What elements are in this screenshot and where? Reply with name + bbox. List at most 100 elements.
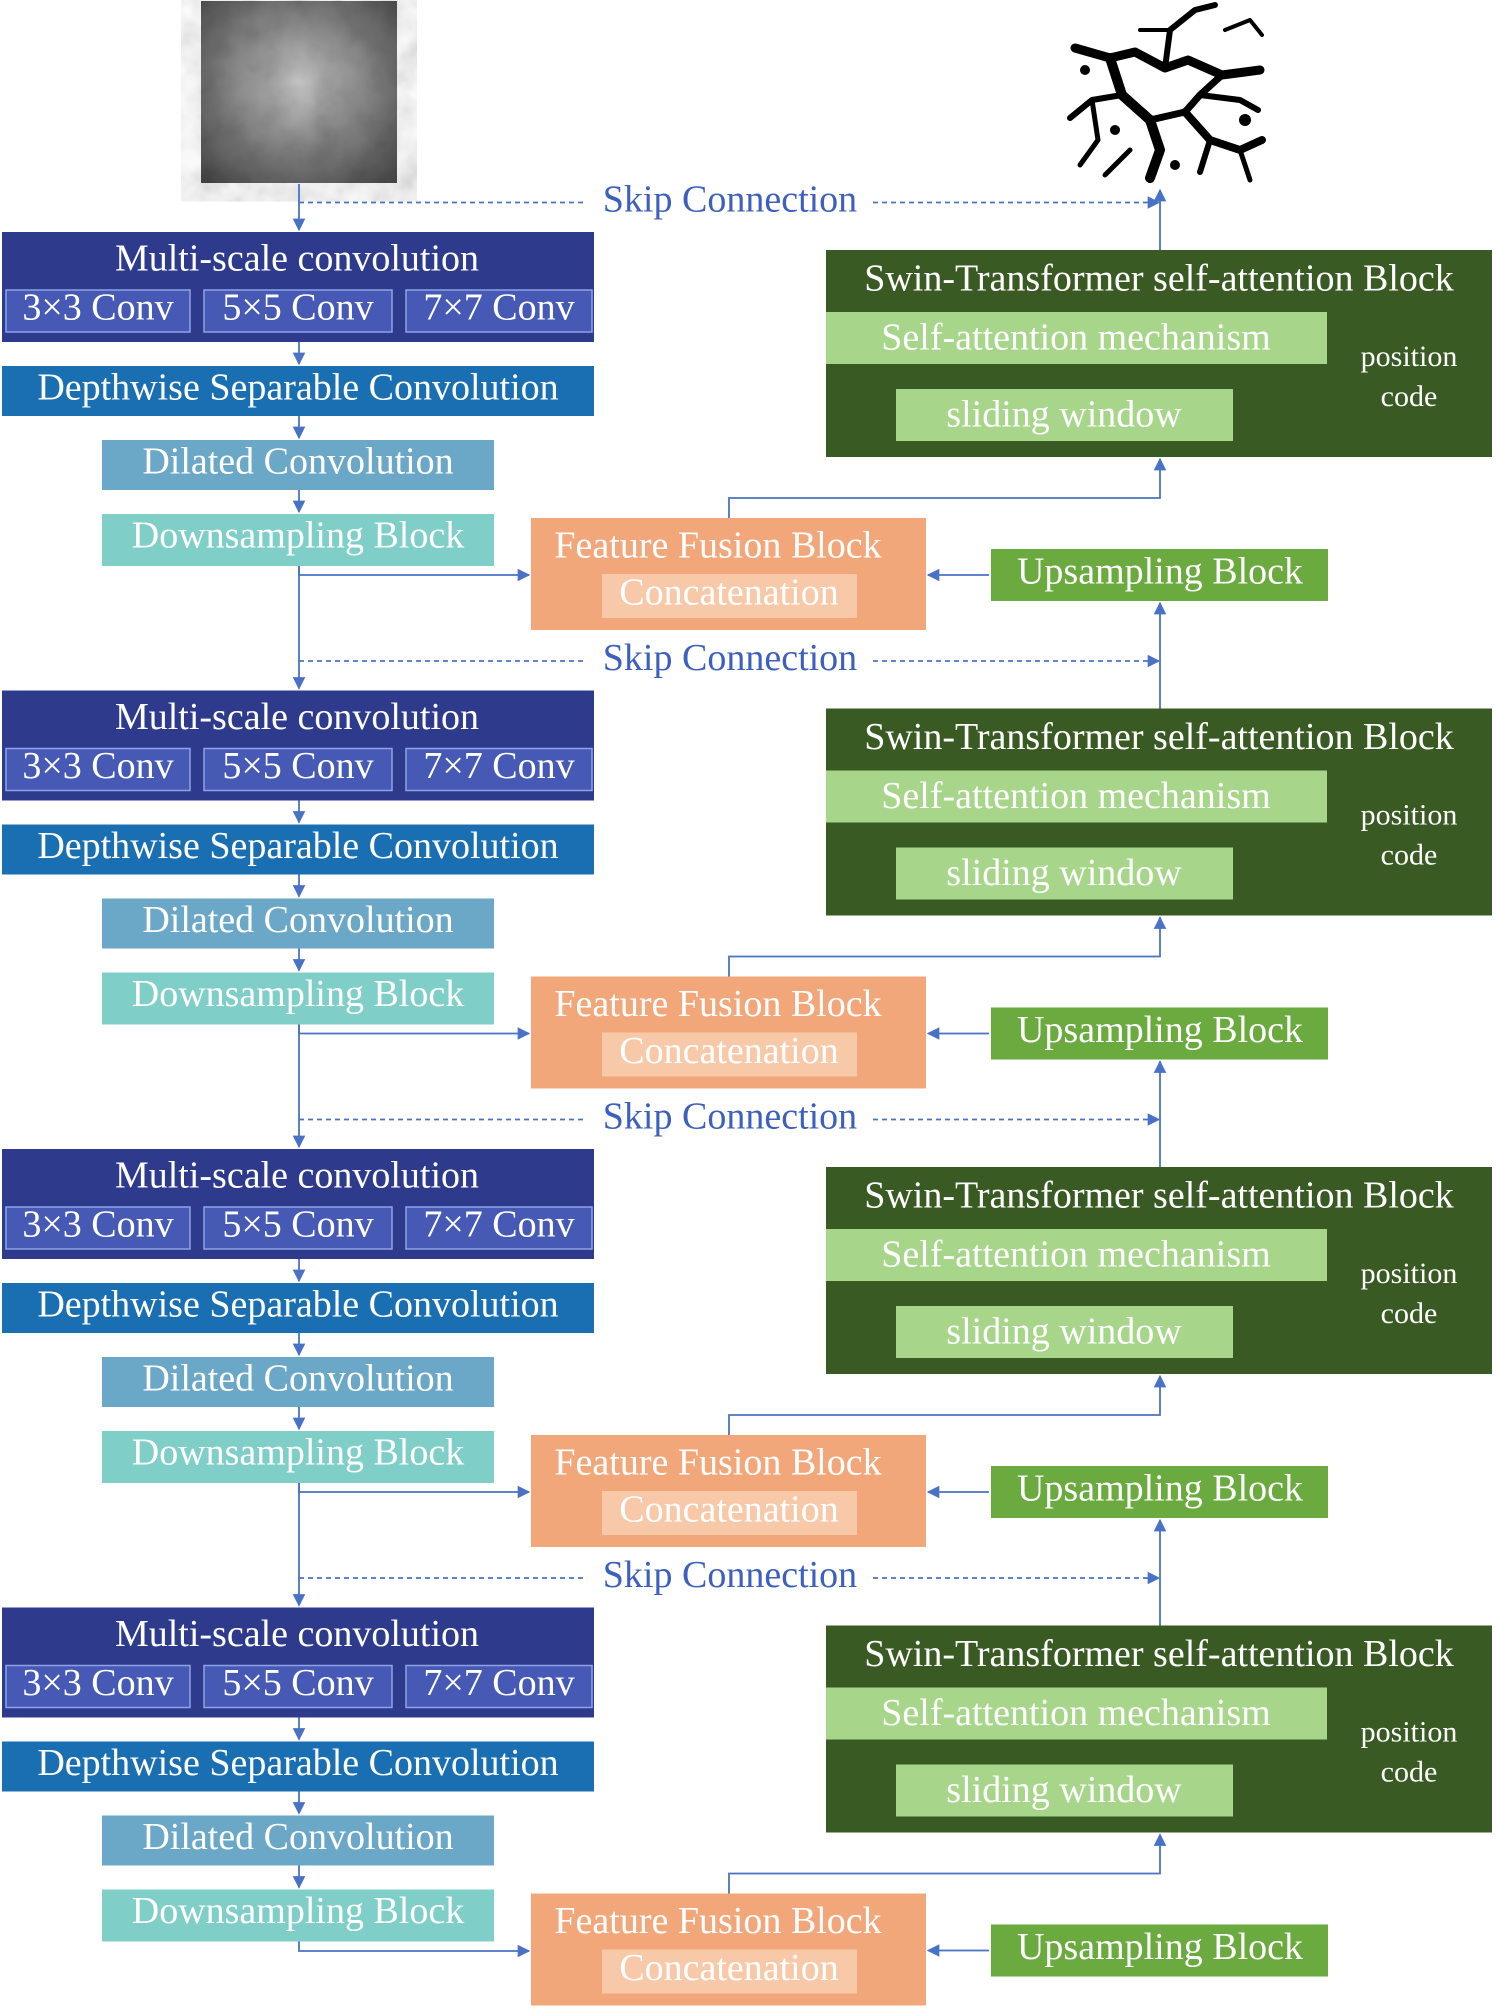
conv7-label: 7×7 Conv [423,1662,574,1704]
arrow-encoder-to-fusion [298,566,531,582]
downsampling-label: Downsampling Block [132,973,464,1015]
upsampling-label: Upsampling Block [1017,1926,1303,1968]
sliding-window-box [896,1306,1233,1358]
position-label: position [1361,340,1458,373]
fusion-label: Feature Fusion Block [554,1900,881,1942]
conv5-label: 5×5 Conv [222,745,373,787]
concatenation-label: Concatenation [619,1030,838,1072]
sliding-window-label: sliding window [946,1769,1182,1811]
position-label: position [1361,798,1458,831]
code-label: code [1381,838,1438,871]
conv3-box [5,289,191,333]
arrow-encoder-to-fusion [298,1483,531,1499]
dilated-block [102,440,494,490]
upsampling-block [991,1007,1328,1060]
sliding-window-label: sliding window [946,1311,1182,1353]
swin-label: Swin-Transformer self-attention Block [864,1633,1454,1675]
conv5-label: 5×5 Conv [222,1204,373,1246]
skip-connection-label: Skip Connection [603,179,857,221]
conv7-box [405,289,593,333]
self-attention-box [826,770,1327,823]
concatenation-box [602,1949,857,1994]
swin-label: Swin-Transformer self-attention Block [864,258,1454,300]
multiscale-label: Multi-scale convolution [115,696,479,738]
conv7-box [405,1664,593,1709]
position-label: position [1361,1715,1458,1748]
upsampling-block [991,1466,1328,1518]
self-attention-label: Self-attention mechanism [881,775,1270,817]
downsampling-label: Downsampling Block [132,515,464,557]
conv5-label: 5×5 Conv [222,1662,373,1704]
conv3-box [5,1206,191,1250]
downsampling-block [102,1431,494,1483]
self-attention-label: Self-attention mechanism [881,1234,1270,1276]
depthwise-label: Depthwise Separable Convolution [37,367,558,409]
conv5-label: 5×5 Conv [222,287,373,329]
swin-label: Swin-Transformer self-attention Block [864,716,1454,758]
conv7-label: 7×7 Conv [423,745,574,787]
self-attention-box [826,1687,1327,1740]
sliding-window-box [896,847,1233,900]
conv5-box [203,747,393,792]
concatenation-box [602,1032,857,1077]
conv3-label: 3×3 Conv [22,745,173,787]
input-image [201,1,397,183]
downsampling-label: Downsampling Block [132,1432,464,1474]
sliding-window-box [896,1764,1233,1817]
multiscale-label: Multi-scale convolution [115,238,479,280]
conv5-box [203,1664,393,1709]
sliding-window-label: sliding window [946,852,1182,894]
code-label: code [1381,1755,1438,1788]
depthwise-block [2,824,594,875]
arrow-fusion-to-swin [728,916,1167,977]
arrow-encoder-to-fusion [298,1024,531,1040]
upsampling-label: Upsampling Block [1017,1468,1303,1510]
dilated-label: Dilated Convolution [142,899,453,941]
self-attention-label: Self-attention mechanism [881,317,1270,359]
code-label: code [1381,1297,1438,1330]
output-mask-image [1066,0,1266,185]
arrow-encoder-to-fusion [298,1941,531,1958]
depthwise-label: Depthwise Separable Convolution [37,825,558,867]
upsampling-block [991,1924,1328,1977]
fusion-label: Feature Fusion Block [554,525,881,567]
depthwise-block [2,1283,594,1333]
conv3-box [5,1664,191,1709]
sliding-window-box [896,389,1233,441]
dilated-label: Dilated Convolution [142,1816,453,1858]
position-label: position [1361,1257,1458,1290]
downsampling-block [102,514,494,566]
dilated-block [102,898,494,949]
upsampling-label: Upsampling Block [1017,551,1303,593]
upsampling-label: Upsampling Block [1017,1009,1303,1051]
upsampling-block [991,549,1328,601]
fusion-label: Feature Fusion Block [554,983,881,1025]
depthwise-block [2,366,594,416]
depthwise-block [2,1741,594,1792]
dilated-label: Dilated Convolution [142,441,453,483]
conv3-box [5,747,191,792]
conv3-label: 3×3 Conv [22,287,173,329]
arrow-fusion-to-swin [728,457,1167,518]
conv7-label: 7×7 Conv [423,1204,574,1246]
multiscale-label: Multi-scale convolution [115,1155,479,1197]
multiscale-label: Multi-scale convolution [115,1613,479,1655]
swin-label: Swin-Transformer self-attention Block [864,1175,1454,1217]
conv3-label: 3×3 Conv [22,1662,173,1704]
concatenation-box [602,1491,857,1535]
skip-connection-label: Skip Connection [603,1554,857,1596]
concatenation-label: Concatenation [619,572,838,614]
concatenation-label: Concatenation [619,1947,838,1989]
level-4: Multi-scale convolution 3×3 Conv 5×5 Conv 7… [2,1483,1492,2006]
downsampling-block [102,972,494,1025]
conv7-box [405,1206,593,1250]
downsampling-block [102,1889,494,1942]
conv5-box [203,289,393,333]
depthwise-label: Depthwise Separable Convolution [37,1284,558,1326]
conv5-box [203,1206,393,1250]
self-attention-label: Self-attention mechanism [881,1692,1270,1734]
concatenation-box [602,574,857,618]
arrow-fusion-to-swin [728,1374,1167,1435]
